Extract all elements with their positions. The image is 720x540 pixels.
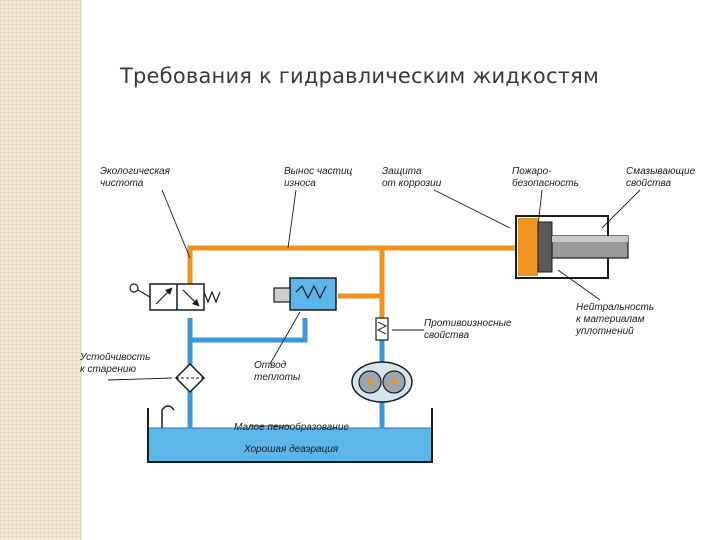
- relief-valve: [273, 277, 337, 311]
- label-fire-1: Пожаро-: [512, 166, 552, 177]
- label-lubricating-1: Смазывающие: [626, 166, 696, 177]
- filter-symbol: [174, 362, 206, 394]
- label-heat-2: теплоты: [254, 372, 301, 383]
- directional-valve: [129, 283, 221, 311]
- label-corrosion-2: от коррозии: [382, 178, 442, 189]
- label-neutral-3: уплотнений: [575, 326, 634, 337]
- sidebar-edge: [80, 0, 82, 540]
- hydraulic-cylinder: [515, 215, 629, 279]
- label-neutral-1: Нейтральность: [576, 302, 654, 313]
- label-ecological-2: чистота: [100, 178, 144, 189]
- label-wear-2: износа: [284, 178, 316, 189]
- gear-pump: [351, 317, 413, 403]
- label-aging-2: к старению: [80, 364, 136, 375]
- label-antiwear-2: свойства: [424, 330, 469, 341]
- label-neutral-2: к материалам: [576, 314, 645, 325]
- pressure-lines: [187, 245, 522, 318]
- suction-pipe: [161, 405, 175, 428]
- label-lubricating-2: свойства: [626, 178, 671, 189]
- label-corrosion-1: Защита: [382, 166, 422, 177]
- decorative-sidebar: [0, 0, 80, 540]
- label-ecological-1: Экологическая: [100, 166, 171, 177]
- slide-title: Требования к гидравлическим жидкостям: [120, 64, 600, 88]
- label-foam: Малое пенообразование: [234, 421, 349, 433]
- reservoir-tank: [147, 408, 433, 463]
- label-heat-1: Отвод: [254, 360, 287, 371]
- label-fire-2: безопасность: [512, 177, 579, 189]
- label-deaeration: Хорошая деаэрация: [243, 444, 339, 455]
- label-aging-1: Устойчивость: [79, 352, 150, 363]
- leader-lines: [107, 189, 641, 427]
- label-antiwear-1: Противоизносные: [424, 318, 512, 329]
- label-wear-1: Вынос частиц: [284, 166, 353, 177]
